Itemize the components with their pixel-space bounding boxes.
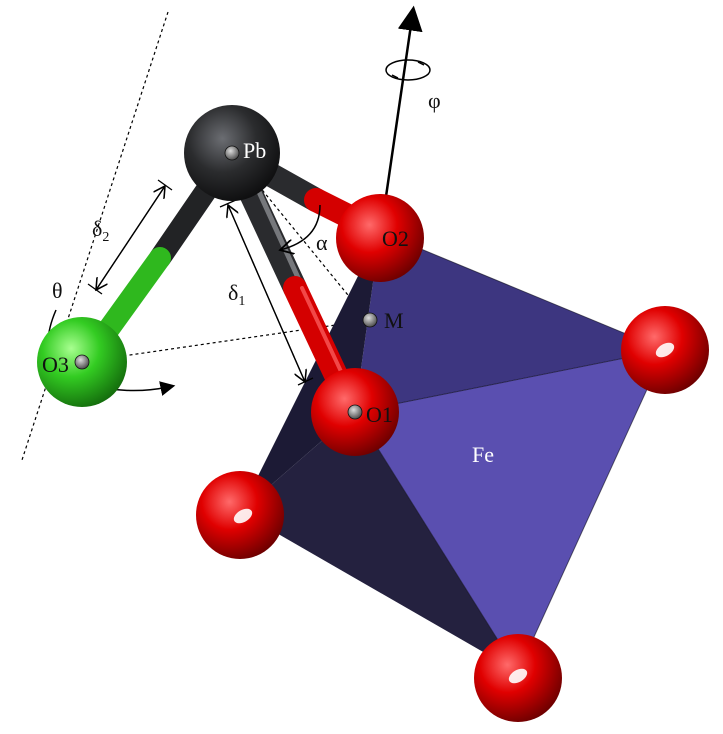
atoms xyxy=(37,105,709,722)
delta2-label: δ2 xyxy=(92,216,109,245)
pb-label: Pb xyxy=(243,138,266,163)
o3-center-marker xyxy=(74,354,90,370)
octahedron-back-face xyxy=(355,232,665,412)
fe-label: Fe xyxy=(472,442,494,467)
o2-label: O2 xyxy=(382,226,409,251)
o2-atom xyxy=(336,194,424,282)
m-label: M xyxy=(384,308,404,333)
theta-label: θ xyxy=(52,278,63,303)
delta1-dimension xyxy=(219,199,314,386)
pb-center-marker xyxy=(224,145,240,161)
alpha-label: α xyxy=(316,230,328,255)
fe-octahedron xyxy=(240,231,666,673)
o1-label: O1 xyxy=(366,402,393,427)
phi-label: φ xyxy=(428,88,441,113)
octahedron-left-face xyxy=(240,232,380,512)
alpha-angle-arc xyxy=(280,204,321,250)
o3-label: O3 xyxy=(42,352,69,377)
delta1-label: δ1 xyxy=(228,280,245,309)
phi-rotation-circle xyxy=(385,59,431,81)
m-point-marker xyxy=(362,312,378,328)
o1-center-marker xyxy=(347,404,363,420)
octahedron-bottom-left-face xyxy=(240,412,518,672)
octahedron-front-face xyxy=(355,350,665,672)
delta2-dimension xyxy=(87,179,173,295)
